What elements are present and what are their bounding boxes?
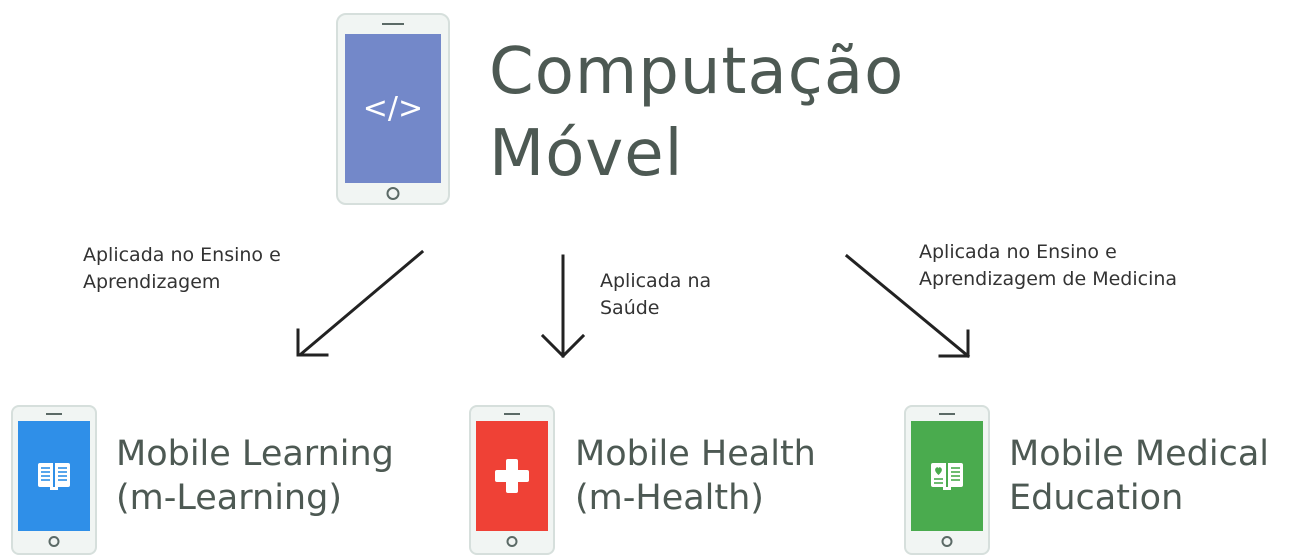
learning-phone-screen bbox=[18, 421, 90, 531]
node-line: (m-Health) bbox=[575, 478, 764, 518]
node-line: Mobile Medical bbox=[1009, 434, 1270, 474]
home-button-icon bbox=[941, 536, 953, 547]
arrow-right-head bbox=[938, 329, 970, 358]
medical-cross-icon bbox=[495, 459, 529, 493]
node-line: Education bbox=[1009, 478, 1184, 518]
node-line: Mobile Health bbox=[575, 434, 816, 474]
health-phone-screen bbox=[476, 421, 548, 531]
node-medical-text: Mobile Medical Education bbox=[1009, 432, 1269, 520]
edge-label-learning: Aplicada no Ensino e Aprendizagem bbox=[83, 242, 281, 296]
edge-label-line: Aprendizagem de Medicina bbox=[919, 268, 1178, 290]
node-line: Mobile Learning bbox=[116, 434, 394, 474]
edge-label-line: Aplicada no Ensino e bbox=[83, 244, 281, 266]
home-button-icon bbox=[48, 536, 60, 547]
learning-phone bbox=[11, 405, 97, 555]
earpiece bbox=[504, 413, 520, 415]
edge-label-line: Aplicada no Ensino e bbox=[919, 241, 1117, 263]
earpiece bbox=[939, 413, 955, 415]
node-line: (m-Learning) bbox=[116, 478, 342, 518]
title-line-1: Computação bbox=[489, 35, 905, 109]
medical-phone-screen bbox=[911, 421, 983, 531]
health-phone bbox=[469, 405, 555, 555]
arrow-left-head bbox=[296, 328, 329, 357]
earpiece bbox=[46, 413, 62, 415]
edge-label-line: Aplicada na bbox=[600, 270, 712, 292]
node-health-text: Mobile Health (m-Health) bbox=[575, 432, 816, 520]
arrow-right bbox=[844, 253, 971, 359]
code-icon: </> bbox=[362, 90, 424, 126]
edge-label-line: Saúde bbox=[600, 297, 660, 319]
arrow-left bbox=[298, 249, 425, 357]
arrow-middle-head bbox=[540, 333, 586, 359]
arrows-layer bbox=[296, 249, 971, 359]
book-icon bbox=[38, 463, 70, 490]
heart-book-icon bbox=[931, 463, 963, 490]
edge-label-medical: Aplicada no Ensino e Aprendizagem de Med… bbox=[919, 239, 1177, 293]
edge-label-line: Aprendizagem bbox=[83, 271, 221, 293]
title-line-2: Móvel bbox=[489, 117, 684, 191]
home-button-icon bbox=[386, 187, 400, 200]
main-phone-screen: </> bbox=[345, 34, 441, 183]
home-button-icon bbox=[506, 536, 518, 547]
diagram-title: Computação Móvel bbox=[489, 36, 904, 190]
edge-label-health: Aplicada na Saúde bbox=[600, 268, 711, 322]
medical-phone bbox=[904, 405, 990, 555]
main-phone: </> bbox=[336, 13, 450, 205]
earpiece bbox=[382, 23, 404, 25]
node-learning-text: Mobile Learning (m-Learning) bbox=[116, 432, 394, 520]
